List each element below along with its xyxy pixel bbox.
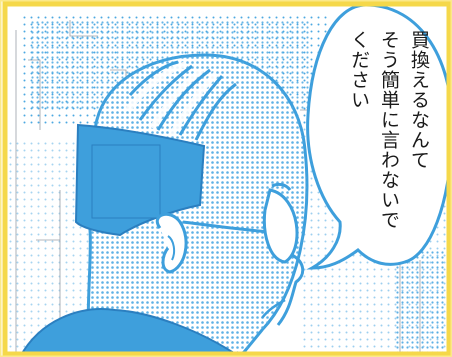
character-shirt bbox=[18, 308, 242, 357]
character-face-contour bbox=[261, 253, 305, 326]
speech-line-2: そう簡単に言わないで bbox=[378, 30, 400, 230]
speech-line-1: 買換えるなんて bbox=[408, 30, 430, 170]
character-glasses bbox=[182, 182, 299, 264]
speech-line-3: ください bbox=[348, 30, 370, 110]
speech-bubble-shape bbox=[306, 3, 452, 270]
character-hair bbox=[74, 123, 206, 237]
character-ear bbox=[156, 212, 188, 274]
speech-bubble-text: 買換えるなんて そう簡単に言わないで ください bbox=[340, 30, 440, 230]
